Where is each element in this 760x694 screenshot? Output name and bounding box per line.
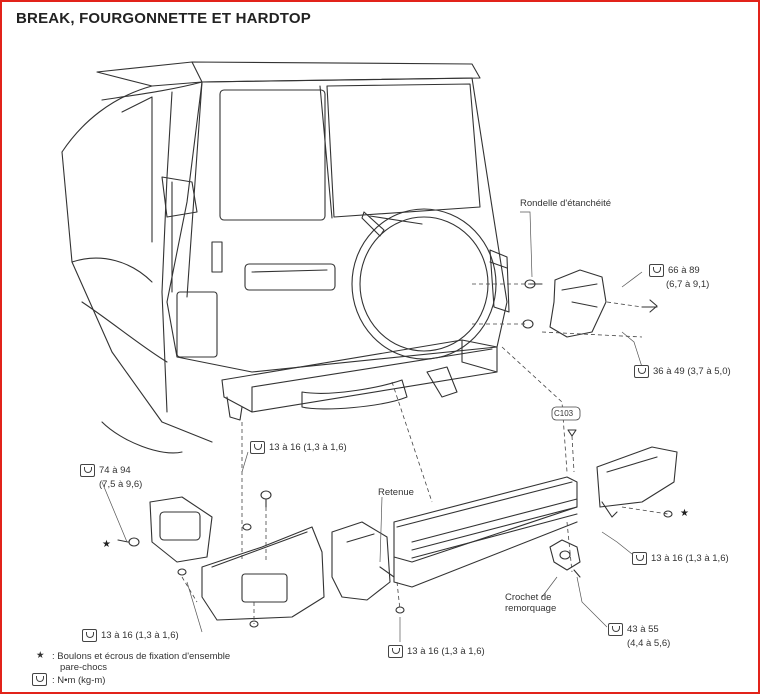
torque-wrench-icon: [250, 441, 265, 454]
bumper-corner-piece: [331, 521, 391, 601]
torque-wrench-icon: [632, 552, 647, 565]
svg-text:★: ★: [102, 539, 111, 550]
svg-text:★: ★: [680, 508, 689, 519]
legend-star-text: : Boulons et écrous de fixation d'ensemb…: [52, 651, 231, 662]
step-bumper: [379, 476, 578, 588]
leader-lines: [101, 211, 643, 642]
torque-label-mid-right: 36 à 49 (3,7 à 5,0): [653, 366, 731, 377]
legend-star-text-2: pare-chocs: [60, 662, 107, 673]
torque-label-bottom-center: 13 à 16 (1,3 à 1,6): [407, 646, 485, 657]
assembly-lines: [181, 283, 669, 624]
torque-label-hook: 43 à 55: [627, 624, 659, 635]
torque-label-right-lower: 13 à 16 (1,3 à 1,6): [651, 553, 729, 564]
legend-torque-text: : N•m (kg-m): [52, 675, 106, 686]
star-markers: ★ ★: [102, 508, 689, 550]
left-bumper-bracket: [117, 496, 213, 563]
left-bumper: [201, 526, 325, 621]
label-retenue: Retenue: [378, 487, 414, 498]
page-title: BREAK, FOURGONNETTE ET HARDTOP: [16, 10, 311, 27]
connector-label-c103: C103: [554, 409, 574, 418]
label-crochet-line2: remorquage: [505, 603, 557, 614]
vehicle-body-side: [61, 91, 213, 454]
mounting-bracket: [522, 269, 658, 338]
label-rondelle: Rondelle d'étanchéité: [520, 198, 612, 209]
torque-label-hook-kgm: (4,4 à 5,6): [627, 638, 671, 649]
torque-label-top-right-kgm: (6,7 à 9,1): [666, 279, 710, 290]
torque-wrench-icon: [82, 629, 97, 642]
torque-wrench-icon: [388, 645, 403, 658]
torque-label-center: 13 à 16 (1,3 à 1,6): [269, 442, 347, 453]
torque-wrench-icon: [634, 365, 649, 378]
torque-wrench-icon: [80, 464, 95, 477]
right-bumper-cap: [596, 446, 678, 518]
torque-wrench-icon: [32, 673, 47, 686]
rear-door: [166, 77, 508, 373]
rear-cross-member: [221, 339, 498, 421]
vehicle-roof: [61, 61, 481, 153]
c103-tag: [551, 406, 581, 421]
fasteners: [177, 429, 673, 628]
torque-label-bottom-left: 13 à 16 (1,3 à 1,6): [101, 630, 179, 641]
tail-light-right: [489, 249, 510, 313]
torque-wrench-icon: [608, 623, 623, 636]
torque-label-left-kgm: (7,5 à 9,6): [99, 479, 143, 490]
torque-wrench-icon: [649, 264, 664, 277]
legend-star-symbol: ★: [36, 650, 45, 661]
torque-label-top-right: 66 à 89: [668, 265, 700, 276]
torque-label-left: 74 à 94: [99, 465, 131, 476]
tow-hook: [549, 539, 581, 578]
label-crochet-line1: Crochet de: [505, 592, 552, 603]
